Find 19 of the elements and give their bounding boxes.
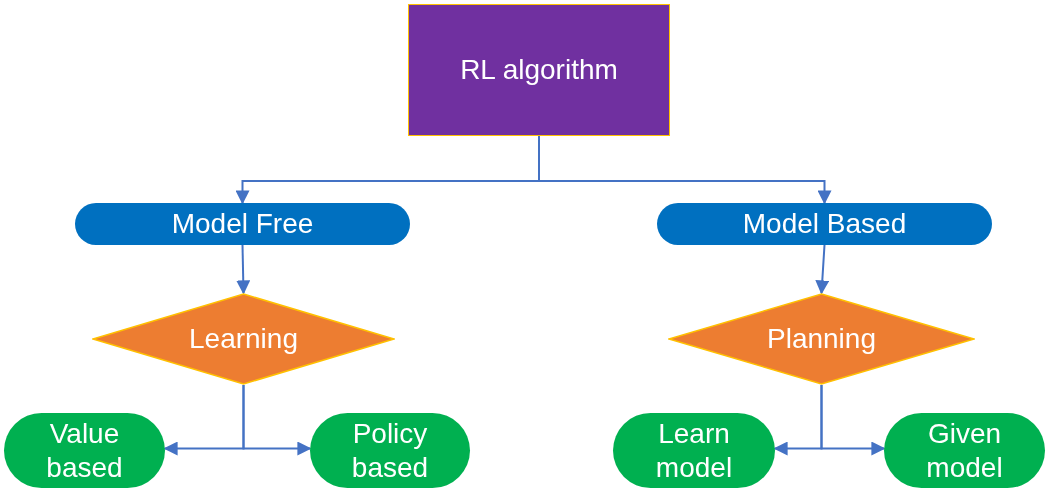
node-label: Learning [189,322,298,356]
node-label: Model Based [742,207,907,241]
process-box [408,4,670,136]
node-label: Learn model [654,416,734,485]
connector-arrow [815,244,830,295]
decision-diamond [92,293,395,385]
node-label: Model Free [171,207,314,241]
terminal-pill [75,203,410,245]
connector-arrow [236,244,251,295]
connector-arrow [242,384,312,456]
connector-arrow [538,135,832,205]
node-label: Given model [925,416,1004,485]
terminal-pill [657,203,992,245]
connector-arrow [820,384,886,456]
node-label: Policy based [350,416,430,485]
node-label: Value based [45,416,124,485]
node-label: RL algorithm [460,53,618,87]
decision-diamond [668,293,975,385]
node-label: Planning [767,322,876,356]
